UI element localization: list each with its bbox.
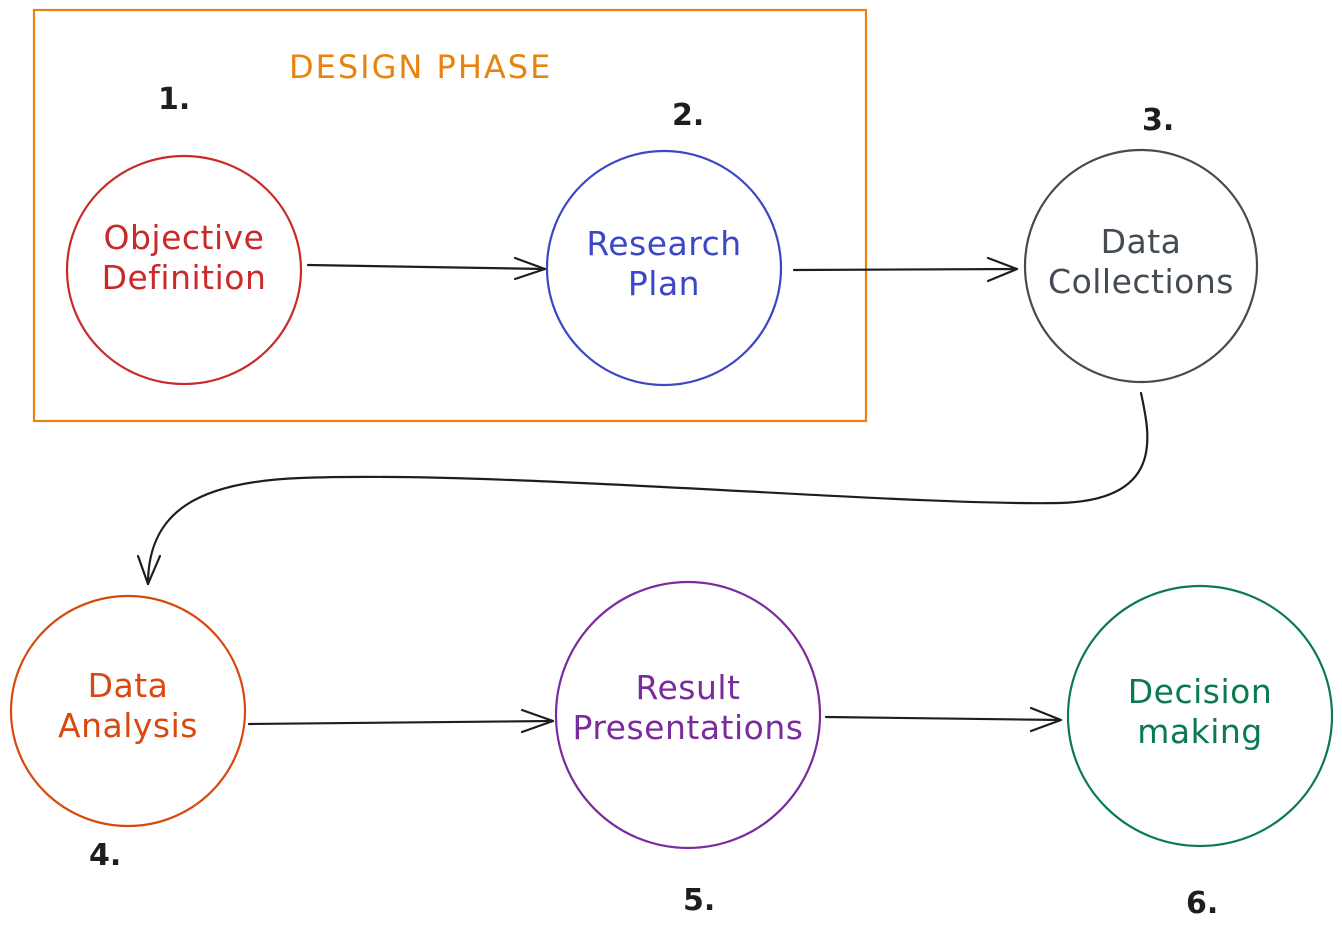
node-number-6: 6. xyxy=(1186,886,1219,921)
arrowhead-3-to-4 xyxy=(136,554,162,586)
node-circle-4 xyxy=(9,594,247,828)
edge-2-to-3 xyxy=(792,267,1019,272)
arrowhead-1-to-2 xyxy=(513,256,547,281)
node-circle-1 xyxy=(65,154,303,386)
node-number-2: 2. xyxy=(672,98,705,133)
node-number-1: 1. xyxy=(158,82,191,117)
node-label-data-collections: Data Collections xyxy=(1048,222,1234,301)
node-number-5: 5. xyxy=(683,883,716,918)
node-label-research-plan: Research Plan xyxy=(586,224,742,303)
node-circle-5 xyxy=(554,580,822,850)
design-phase-box xyxy=(32,8,868,423)
edge-1-to-2 xyxy=(306,263,547,271)
arrowhead-2-to-3 xyxy=(986,256,1019,283)
design-phase-label: DESIGN PHASE xyxy=(289,48,553,86)
edge-3-to-4 xyxy=(146,391,1149,586)
node-label-objective-definition: Objective Definition xyxy=(101,218,267,297)
node-number-3: 3. xyxy=(1142,103,1175,138)
node-label-data-analysis: Data Analysis xyxy=(58,666,198,745)
node-label-decision-making: Decision making xyxy=(1127,672,1273,751)
edge-4-to-5 xyxy=(247,719,555,726)
node-circle-3 xyxy=(1023,148,1259,384)
arrowhead-4-to-5 xyxy=(520,708,555,734)
node-circle-6 xyxy=(1066,584,1334,848)
edge-5-to-6 xyxy=(824,715,1063,722)
node-label-result-presentations: Result Presentations xyxy=(572,668,804,747)
node-number-4: 4. xyxy=(89,838,122,873)
arrowhead-5-to-6 xyxy=(1029,706,1063,733)
node-circle-2 xyxy=(545,149,783,387)
